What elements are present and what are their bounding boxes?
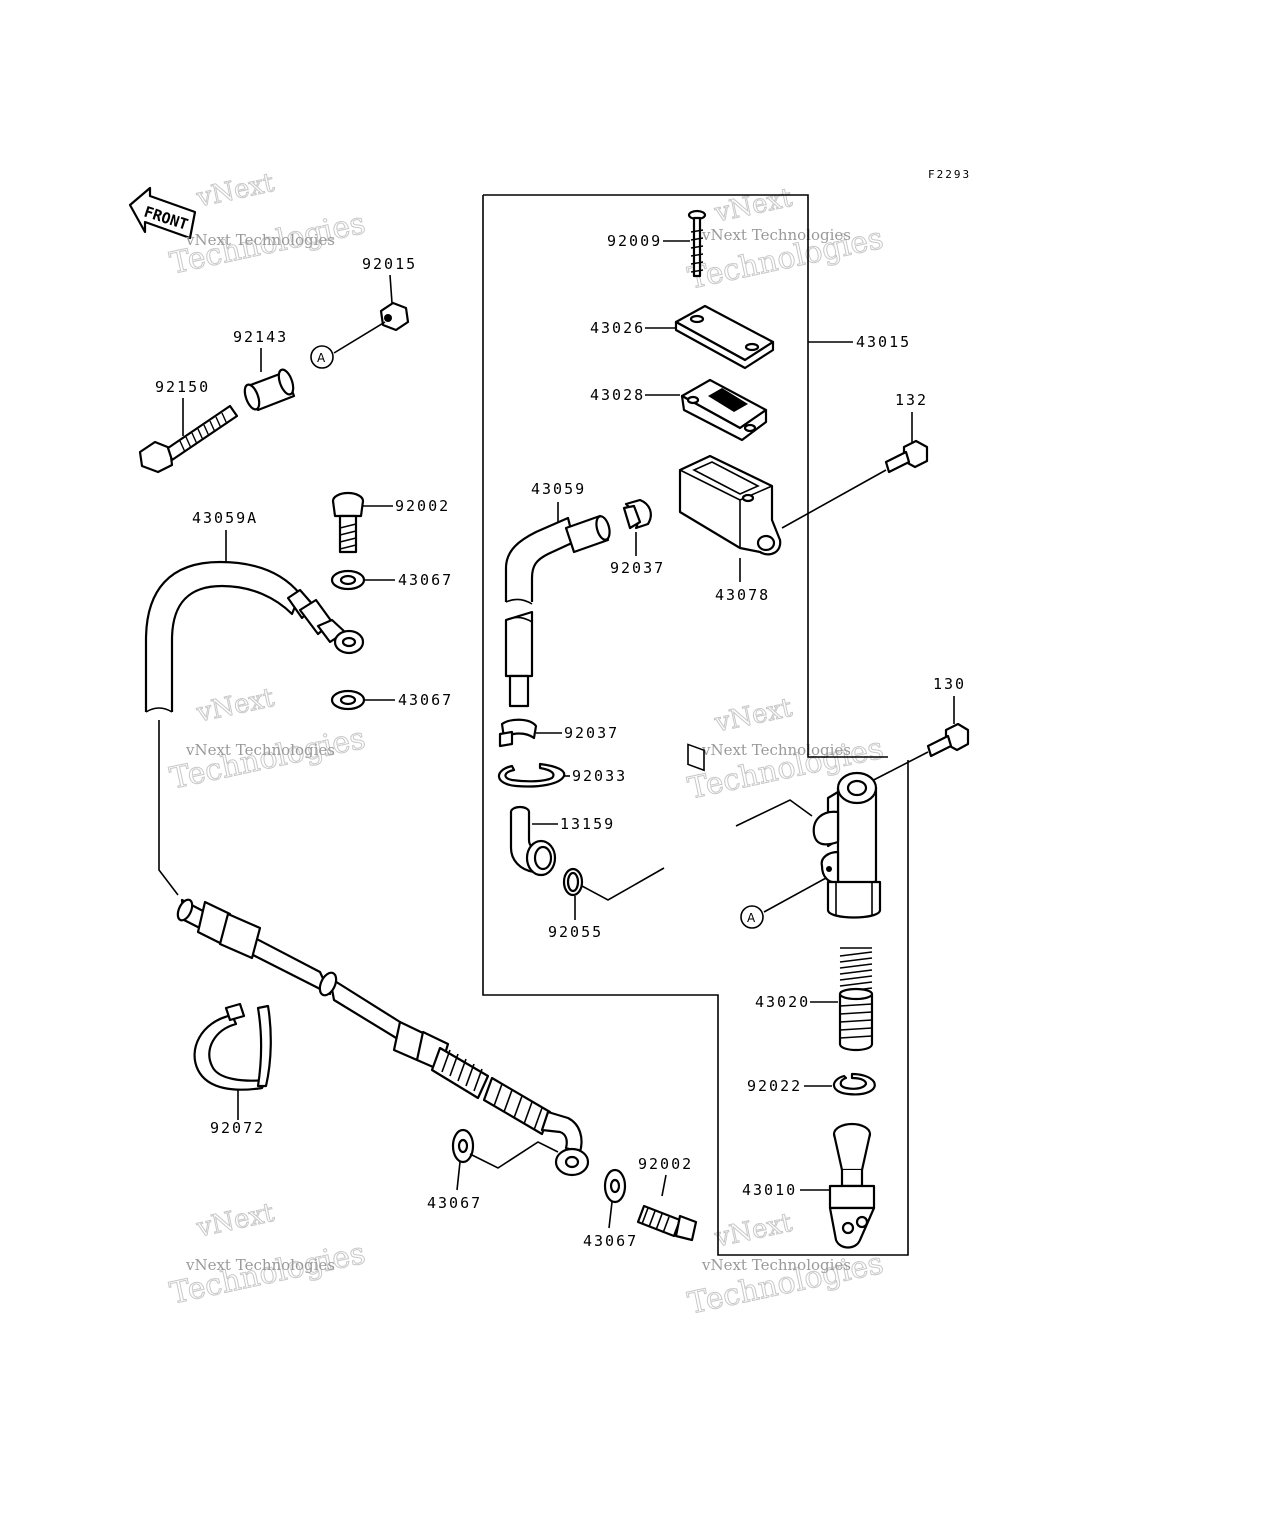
label-43020: 43020 [755, 993, 810, 1011]
svg-text:vNext: vNext [193, 1198, 277, 1244]
svg-text:A: A [317, 351, 326, 365]
label-43067-d: 43067 [583, 1232, 638, 1250]
label-92002-bottom: 92002 [638, 1155, 693, 1173]
circlip-92033[interactable]: 92033 [497, 762, 627, 788]
svg-text:vNext Technologies: vNext Technologies [185, 231, 335, 249]
label-132: 132 [895, 391, 928, 409]
banjo-bolt-92002-bottom[interactable]: 92002 [636, 1155, 698, 1242]
o-ring-92055[interactable]: 92055 [548, 867, 665, 941]
diaphragm-43028[interactable]: 43028 [590, 378, 768, 442]
svg-text:vNext Technologies: vNext Technologies [701, 741, 851, 759]
hose-clip-92037-b[interactable]: 92037 [498, 718, 619, 748]
label-92037-b: 92037 [564, 724, 619, 742]
label-92022: 92022 [747, 1077, 802, 1095]
circlip-92022[interactable]: 92022 [747, 1072, 876, 1096]
label-92002-top: 92002 [395, 497, 450, 515]
label-43067-a: 43067 [398, 571, 453, 589]
label-43059: 43059 [531, 480, 586, 498]
label-43059a: 43059A [192, 509, 258, 527]
reservoir-cap-43026[interactable]: 43026 [590, 304, 775, 370]
watermark: vNext Technologies vNext Technologies vN… [166, 167, 886, 1322]
svg-text:vNext: vNext [711, 1208, 795, 1254]
bolt-130[interactable]: 130 [861, 675, 970, 787]
washer-43067-b[interactable]: 43067 [330, 689, 453, 711]
svg-text:vNext Technologies: vNext Technologies [701, 1256, 851, 1274]
assembly-frame-43015 [482, 194, 909, 1256]
svg-text:vNext Technologies: vNext Technologies [185, 741, 335, 759]
reference-marker-a-right: A [740, 905, 764, 929]
svg-text:vNext: vNext [711, 693, 795, 739]
label-13159: 13159 [560, 815, 615, 833]
bolt-132[interactable]: 132 [781, 391, 929, 529]
svg-text:A: A [747, 911, 756, 925]
reservoir-43078[interactable]: 43078 [678, 454, 782, 772]
svg-text:vNext Technologies: vNext Technologies [185, 1256, 335, 1274]
label-92033: 92033 [572, 767, 627, 785]
label-43026: 43026 [590, 319, 645, 337]
brake-hose-lower[interactable] [175, 897, 590, 1177]
front-arrow-icon: FRONT [128, 186, 197, 240]
svg-text:vNext: vNext [711, 183, 795, 229]
label-43028: 43028 [590, 386, 645, 404]
svg-text:vNext Technologies: vNext Technologies [701, 226, 851, 244]
washer-43067-d[interactable]: 43067 [583, 1168, 638, 1250]
bolt-92150[interactable]: 92150 [138, 378, 239, 474]
brake-hose-43059a[interactable]: 43059A [144, 509, 365, 896]
push-rod-43010[interactable]: 43010 [742, 1122, 876, 1249]
label-92055: 92055 [548, 923, 603, 941]
label-43067-c: 43067 [427, 1194, 482, 1212]
nut-92015[interactable]: 92015 [362, 255, 417, 332]
master-cylinder-body[interactable] [735, 771, 882, 919]
fitting-13159[interactable]: 13159 [509, 805, 615, 877]
svg-text:vNext: vNext [193, 683, 277, 729]
label-43078: 43078 [715, 586, 770, 604]
washer-43067-a[interactable]: 43067 [330, 569, 453, 591]
label-92150: 92150 [155, 378, 210, 396]
label-130: 130 [933, 675, 966, 693]
label-92015: 92015 [362, 255, 417, 273]
reservoir-hose-43059[interactable]: 43059 [504, 480, 612, 708]
reference-marker-a-left: A [310, 345, 334, 369]
label-92072: 92072 [210, 1119, 265, 1137]
collar-92143[interactable]: 92143 [233, 328, 296, 412]
screw-92009[interactable]: 92009 [607, 209, 707, 278]
label-92143: 92143 [233, 328, 288, 346]
washer-43067-c[interactable]: 43067 [427, 1128, 559, 1212]
label-92009: 92009 [607, 232, 662, 250]
figure-code: F2293 [928, 168, 971, 181]
label-43010: 43010 [742, 1181, 797, 1199]
label-43015: 43015 [856, 333, 911, 351]
svg-text:vNext: vNext [193, 168, 277, 214]
clamp-92072[interactable]: 92072 [193, 1002, 272, 1137]
label-92037-a: 92037 [610, 559, 665, 577]
hose-clip-92037-a[interactable]: 92037 [610, 498, 665, 577]
spring-43020[interactable]: 43020 [755, 947, 874, 1052]
label-43067-b: 43067 [398, 691, 453, 709]
banjo-bolt-92002-top[interactable]: 92002 [331, 491, 450, 554]
